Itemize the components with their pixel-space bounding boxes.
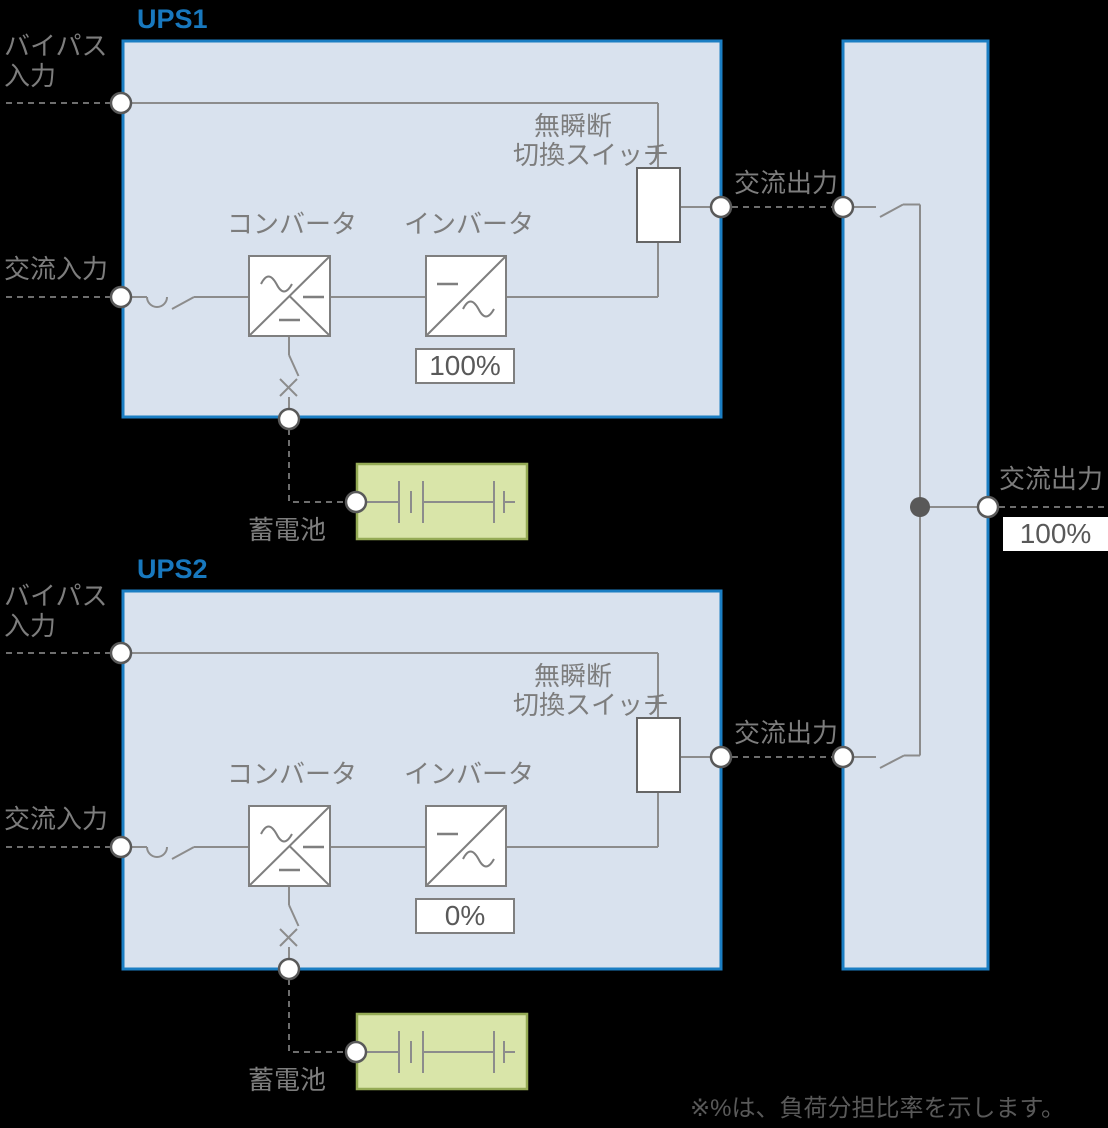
ups2-breaker-icon — [146, 846, 168, 858]
ups2-inverter-out-wire — [506, 792, 659, 848]
acin2-label: 交流入力 — [4, 804, 109, 834]
footnote: ※%は、負荷分担比率を示します。 — [690, 1095, 1066, 1122]
connection-nodes — [109, 91, 1000, 1064]
main-load-share-badge: 100% — [1003, 517, 1108, 551]
ups1-load-share-badge: 100% — [415, 348, 515, 384]
ups1-inverter-icon — [425, 255, 507, 337]
transfer-switch1-label: 無瞬断 切換スイッチ — [513, 111, 670, 170]
ups2-converter-icon — [248, 805, 331, 887]
ups2-x-mark-icon — [279, 928, 298, 947]
ups1-battery-disconnect-icon — [288, 336, 300, 409]
ups2-inverter-icon — [425, 805, 507, 887]
ups1-input-switch-blade-icon — [171, 296, 249, 310]
battery1-icon — [355, 462, 529, 541]
ups1-acout-label: 交流出力 — [734, 168, 839, 198]
ups1-breaker-icon — [146, 296, 168, 308]
ups2-battery-disconnect-icon — [288, 886, 300, 959]
ups1-inverter-out-wire — [506, 242, 659, 298]
ups1-battery-node-icon — [277, 407, 301, 431]
ups1-bypass-wire — [121, 102, 659, 168]
battery1-label: 蓄電池 — [248, 515, 327, 545]
ups2-acout-label: 交流出力 — [734, 718, 839, 748]
converter2-label: コンバータ — [227, 759, 358, 789]
ups1-transfer-switch-icon — [636, 167, 681, 243]
inverter1-label: インバータ — [404, 209, 535, 239]
ups2-load-share-badge: 0% — [415, 898, 515, 934]
main-acout-label: 交流出力 — [999, 464, 1104, 494]
bus-switch2-blade-icon — [879, 754, 920, 769]
bus-in2-node-icon — [831, 745, 855, 769]
ups1-converter-icon — [248, 255, 331, 337]
battery2-icon — [355, 1012, 529, 1091]
bus-wiring — [853, 203, 988, 769]
ups1-wiring — [121, 102, 721, 409]
battery2-node-icon — [344, 1040, 368, 1064]
ups2-bypass-wire — [121, 652, 659, 718]
acin1-label: 交流入力 — [4, 254, 109, 284]
battery2-label: 蓄電池 — [248, 1065, 327, 1095]
ups1-out-node-icon — [709, 195, 733, 219]
dashed-connections — [6, 102, 1106, 1053]
ups2-wiring — [121, 652, 721, 959]
inverter2-label: インバータ — [404, 759, 535, 789]
bus-switch1-blade-icon — [879, 203, 920, 218]
bypass1-label: バイパス 入力 — [4, 31, 108, 91]
battery1-dashed-line — [288, 429, 345, 503]
battery1-node-icon — [344, 490, 368, 514]
ups1-title: UPS1 — [137, 4, 208, 34]
bypass2-label: バイパス 入力 — [4, 581, 108, 641]
ups2-transfer-switch-icon — [636, 717, 681, 793]
transfer-switch2-label: 無瞬断 切換スイッチ — [513, 661, 670, 720]
ups2-battery-node-icon — [277, 957, 301, 981]
acin2-node-icon — [109, 835, 133, 859]
converter1-label: コンバータ — [227, 209, 358, 239]
junction-dot-icon — [910, 497, 930, 517]
main-out-node-icon — [976, 495, 1000, 519]
bypass2-node-icon — [109, 641, 133, 665]
ups2-input-switch-blade-icon — [171, 846, 249, 860]
ups2-out-node-icon — [709, 745, 733, 769]
battery2-dashed-line — [288, 979, 345, 1053]
bus-in1-node-icon — [831, 195, 855, 219]
ups2-title: UPS2 — [137, 554, 208, 584]
acin1-node-icon — [109, 285, 133, 309]
ups1-x-mark-icon — [279, 378, 298, 397]
bypass1-node-icon — [109, 91, 133, 115]
